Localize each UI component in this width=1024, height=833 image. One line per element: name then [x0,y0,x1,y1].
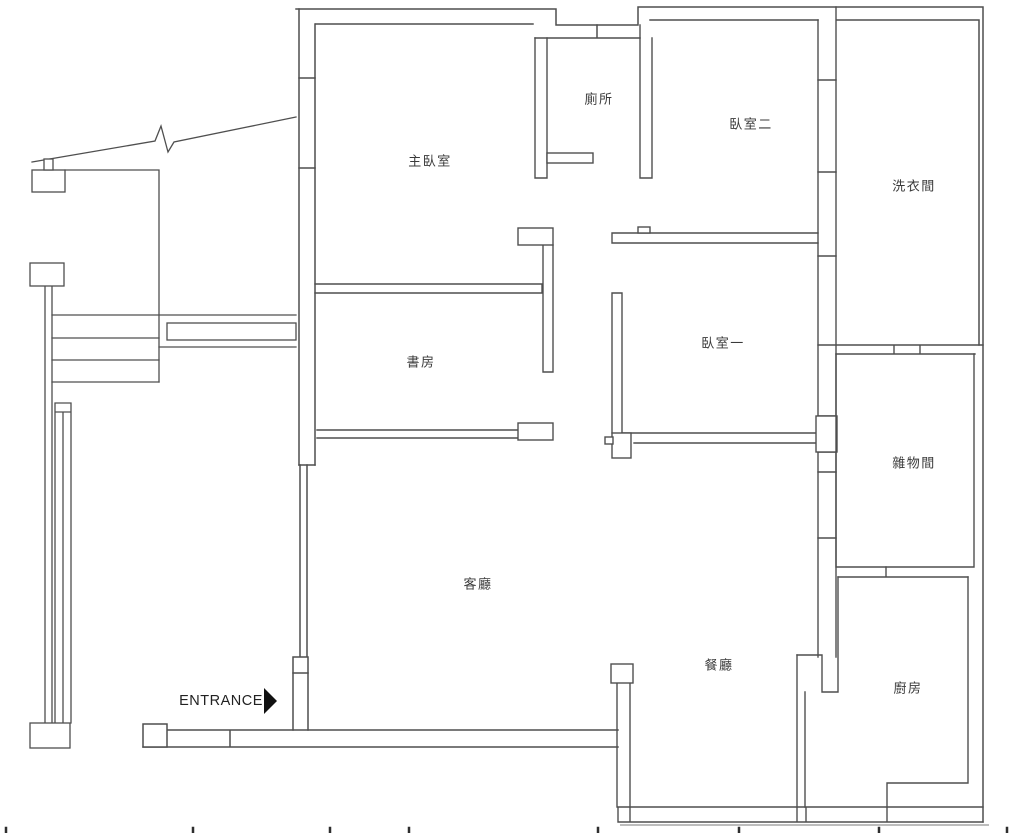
bottom-edge-ticks [4,826,1009,833]
toilet-walls [534,24,653,179]
room-label-bedroom-2: 臥室二 [729,116,773,132]
wall-notch [604,436,614,445]
wall-pier [815,415,838,453]
entrance-arrow-icon [264,688,277,714]
room-label-bedroom-1: 臥室一 [701,335,745,351]
column-pier [31,169,66,193]
wall-stub [546,152,594,164]
wall-pier [610,663,634,684]
storage-walls [817,344,984,578]
room-label-study: 書房 [406,354,436,370]
room-label-kitchen: 廚房 [893,680,923,696]
study-walls [314,227,554,441]
wall-block [29,722,71,749]
bedroom-walls [604,226,819,459]
room-label-storage-room: 雜物間 [892,455,936,471]
exterior-walls [292,6,984,823]
wall-bump [637,226,651,234]
break-line [31,116,297,163]
room-label-master-bedroom: 主臥室 [408,153,452,169]
wall-pier [517,227,554,246]
wall-pier [611,432,632,459]
room-label-living-room: 客廳 [463,576,493,592]
entry-wall [142,723,619,748]
wall-block [142,723,168,748]
room-label-toilet: 廁所 [584,91,614,107]
corridor-wall [815,6,838,658]
wall-pier [517,422,554,441]
entrance-label: ENTRANCE [179,693,263,709]
column-pier [29,262,65,287]
dining-walls [610,663,984,823]
room-label-dining-room: 餐廳 [704,657,734,673]
column-stub [43,158,54,171]
room-label-laundry-room: 洗衣間 [892,178,936,194]
kitchen-walls [796,576,969,808]
terrace-walls [29,116,297,749]
window [166,322,297,341]
